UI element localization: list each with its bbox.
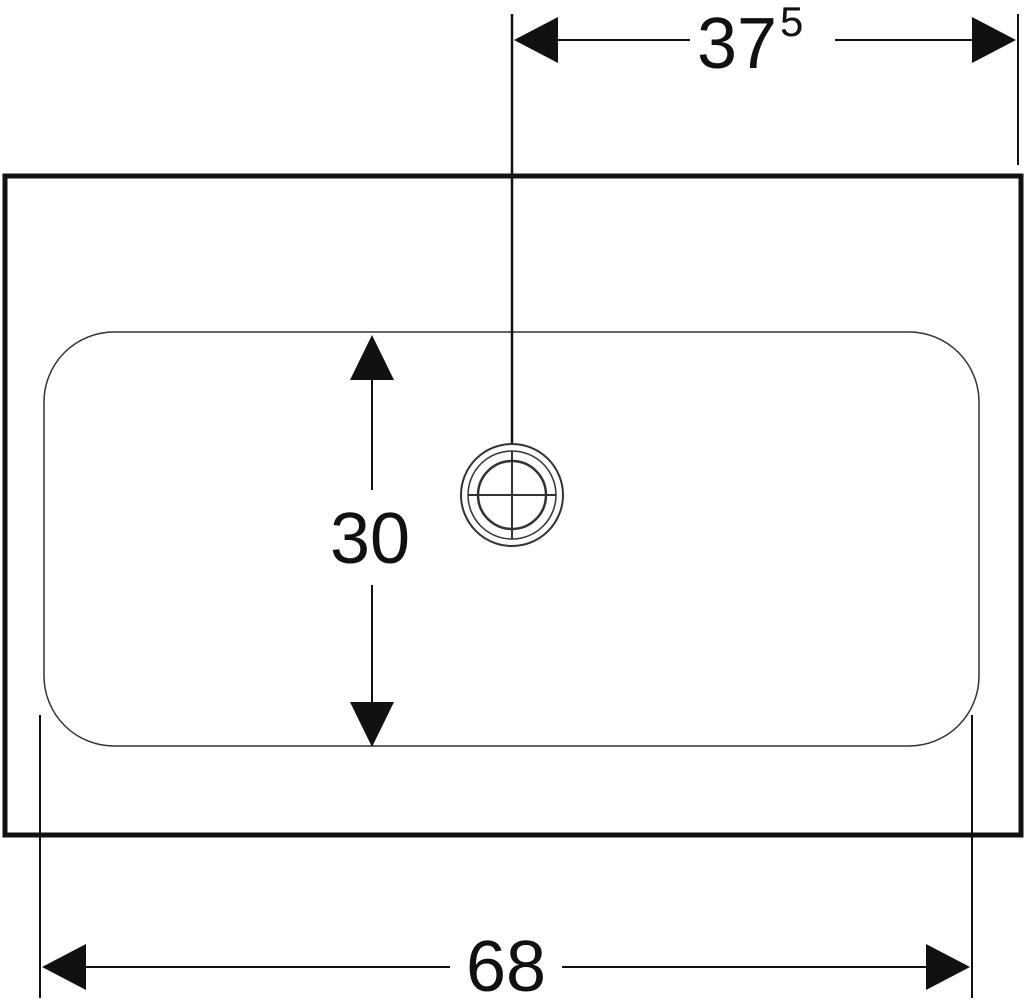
overall-width-dimension: 68 xyxy=(42,927,970,1005)
top-offset-superscript: 5 xyxy=(780,0,803,45)
top-left-arrowhead xyxy=(514,17,558,63)
drain-symbol xyxy=(460,443,564,547)
width-right-arrowhead xyxy=(926,944,970,990)
basin-depth-dimension: 30 xyxy=(330,335,410,747)
overall-width-label: 68 xyxy=(466,927,546,1005)
depth-bottom-arrowhead xyxy=(350,702,394,747)
top-offset-dimension: 37 5 xyxy=(514,0,1016,84)
basin-depth-label: 30 xyxy=(330,499,410,579)
top-right-arrowhead xyxy=(972,17,1016,63)
top-offset-label: 37 xyxy=(697,4,777,84)
depth-top-arrowhead xyxy=(350,335,394,380)
width-left-arrowhead xyxy=(42,944,86,990)
